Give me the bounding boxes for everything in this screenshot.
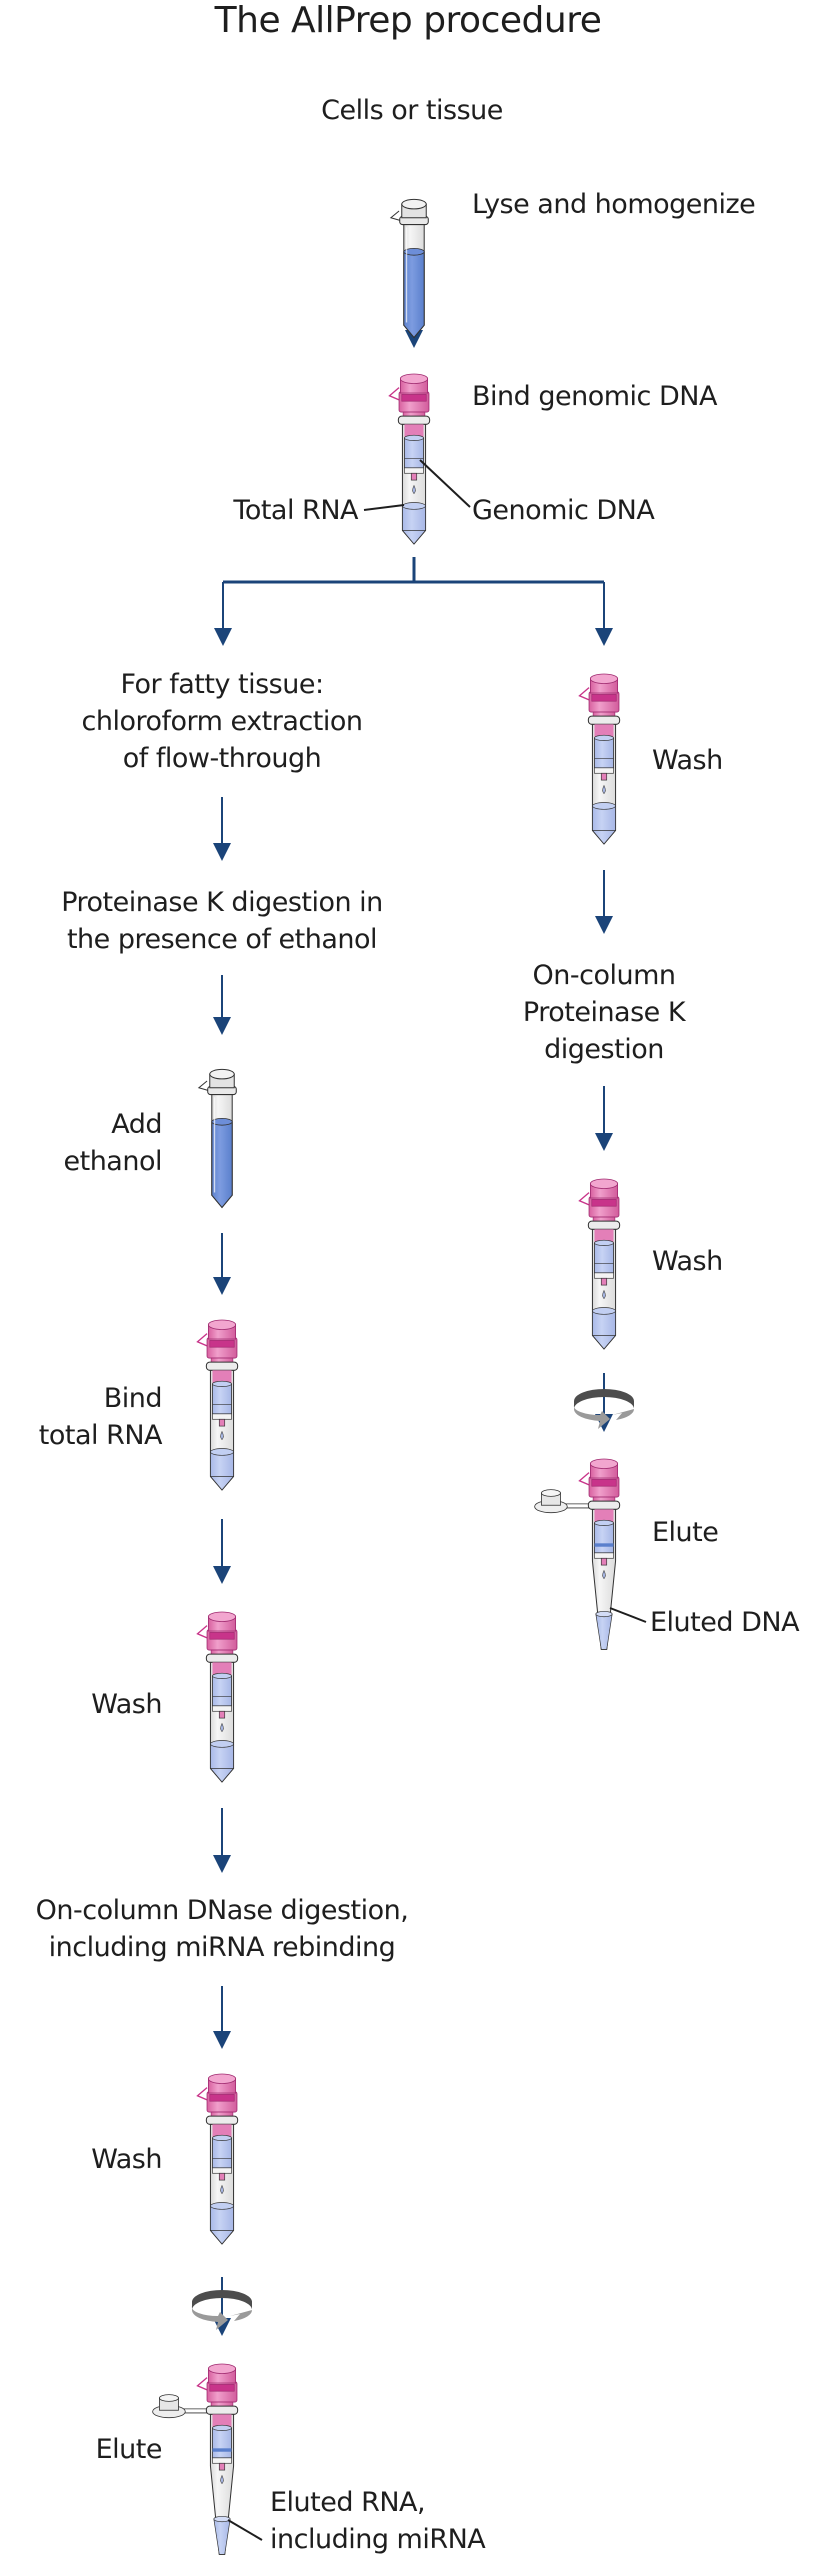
arrowhead-icon	[213, 1017, 231, 1035]
dna-elution-tube-icon	[533, 1458, 621, 1651]
arrowhead-icon	[214, 628, 232, 646]
step-text-line: including miRNA rebinding	[48, 1932, 396, 1963]
arrowhead-icon	[213, 2318, 231, 2336]
fatty-tissue-step: For fatty tissue: chloroform extraction of…	[82, 666, 363, 777]
step-text-line: Eluted DNA	[650, 1607, 800, 1638]
step-text-line: of flow-through	[122, 743, 322, 774]
total-rna-leader	[363, 504, 405, 511]
arrowhead-icon	[213, 1855, 231, 1873]
rna-elute-step: Elute	[95, 2431, 163, 2468]
dna-wash-step-1: Wash	[652, 742, 723, 779]
eluted-rna-leader	[227, 2519, 263, 2541]
eluted-rna-callout: Eluted RNA, including miRNA	[270, 2484, 486, 2558]
arrowhead-icon	[595, 916, 613, 934]
step-text-line: On-column	[532, 960, 676, 991]
arrowhead-icon	[213, 1277, 231, 1295]
arrows-layer	[213, 286, 613, 2336]
lysis-tube-icon	[390, 198, 429, 339]
arrowhead-icon	[595, 1133, 613, 1151]
start-label: Cells or tissue	[321, 95, 503, 126]
rna-wash-step-1: Wash	[91, 1686, 162, 1723]
step-text-line: Wash	[91, 2144, 162, 2175]
step-text-line: Bind	[103, 1383, 163, 1414]
allprep-dna-column-icon	[388, 373, 431, 545]
step-text-line: ethanol	[63, 1146, 163, 1177]
eluted-dna-leader	[609, 1607, 647, 1623]
step-text-line: chloroform extraction	[81, 706, 363, 737]
icons-layer	[151, 198, 647, 2556]
rneasy-column-icon	[196, 2073, 239, 2245]
arrowhead-icon	[405, 330, 423, 348]
rna-wash-step-2: Wash	[91, 2141, 162, 2178]
step-text-line: On-column DNase digestion,	[35, 1895, 409, 1926]
step-text-line: Proteinase K	[522, 997, 686, 1028]
page-title: The AllPrep procedure	[214, 0, 602, 41]
dna-wash-step-2: Wash	[652, 1243, 723, 1280]
step-text-line: digestion	[544, 1034, 664, 1065]
dna-column-icon	[578, 673, 621, 845]
dna-elute-step: Elute	[652, 1514, 719, 1551]
step-text-line: Add	[111, 1109, 162, 1140]
step-text-line: Elute	[95, 2434, 163, 2465]
step-text-line: Wash	[91, 1689, 162, 1720]
rneasy-column-icon	[196, 1611, 239, 1783]
step-text-line: the presence of ethanol	[66, 924, 378, 955]
rneasy-column-icon	[196, 1319, 239, 1491]
lyse-step-label: Lyse and homogenize	[472, 189, 756, 220]
arrowhead-icon	[213, 843, 231, 861]
genomic-dna-leader	[419, 459, 471, 508]
step-text-line: Elute	[652, 1517, 719, 1548]
eluted-dna-callout: Eluted DNA	[650, 1604, 800, 1641]
step-text-line: Wash	[652, 1246, 723, 1277]
total-rna-callout: Total RNA	[233, 495, 358, 526]
arrowhead-icon	[213, 1566, 231, 1584]
genomic-dna-callout: Genomic DNA	[472, 495, 655, 526]
bind-dna-step-label: Bind genomic DNA	[472, 381, 717, 412]
dna-column-icon	[578, 1178, 621, 1350]
bind-total-rna-step: Bind total RNA	[38, 1380, 163, 1454]
arrowhead-icon	[213, 2031, 231, 2049]
step-text-line: including miRNA	[270, 2524, 486, 2555]
arrowhead-icon	[595, 628, 613, 646]
step-text-line: Proteinase K digestion in	[61, 887, 383, 918]
step-text-line: total RNA	[38, 1420, 163, 1451]
rna-elution-tube-icon	[151, 2363, 239, 2556]
proteinase-k-ethanol-step: Proteinase K digestion in the presence of…	[61, 884, 383, 958]
dnase-digestion-step: On-column DNase digestion, including miRN…	[36, 1892, 409, 1966]
step-text-line: Eluted RNA,	[270, 2487, 426, 2518]
add-ethanol-step: Add ethanol	[64, 1106, 163, 1180]
step-text-line: For fatty tissue:	[120, 669, 324, 700]
step-text-line: Wash	[652, 745, 723, 776]
ethanol-tube-icon	[198, 1068, 237, 1209]
